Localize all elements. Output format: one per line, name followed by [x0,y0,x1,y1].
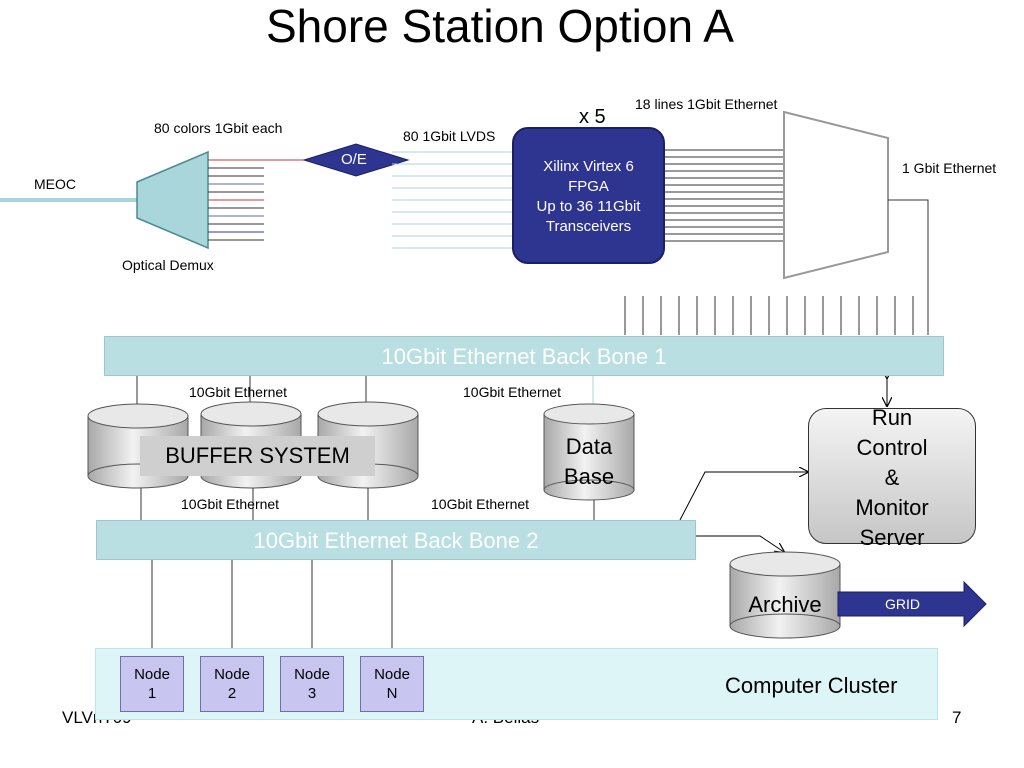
grid-label: GRID [885,596,920,612]
database-line-1: Data [565,434,613,459]
node-1-line-2: 1 [147,685,157,702]
fpga-line-4: Transceivers [545,218,632,235]
fpga-line-3: Up to 36 11Gbit [536,198,641,215]
node-2-line-2: 2 [227,685,237,702]
node-n-line-2: N [386,685,398,702]
backbone2-links [140,488,595,520]
node-3-line-2: 3 [307,685,317,702]
page-number: 7 [952,708,962,727]
backbone-2: 10Gbit Ethernet Back Bone 2 [96,520,696,560]
database-label: Data Base [544,432,634,492]
gbit-uplink-line [888,199,929,335]
run-control-line-1: Run [871,405,913,430]
oe-converter [302,143,410,177]
archive-label: Archive [748,592,822,617]
database-line-2: Base [563,464,615,489]
run-control-line-2: Control [856,435,928,460]
colors-label: 80 colors 1Gbit each [154,120,283,136]
lvds-label: 80 1Gbit LVDS [403,128,496,144]
node-1: Node 1 [120,656,184,712]
ethernet-switch [783,110,889,280]
archive-cylinder [729,551,841,639]
run-control-server: Run Control & Monitor Server [808,405,976,550]
eth-db-bottom-label: 10Gbit Ethernet [431,496,530,512]
lines18-label: 18 lines 1Gbit Ethernet [635,96,778,112]
eth-buffer-bottom-label: 10Gbit Ethernet [181,496,280,512]
node-1-line-1: Node [134,666,170,683]
demux-output-lines [208,159,304,241]
page-title: Shore Station Option A [266,0,734,52]
run-control-line-3: & [884,465,900,490]
fpga-line-1: Xilinx Virtex 6 [543,158,634,175]
eth-buffer-top-label: 10Gbit Ethernet [189,384,288,400]
buffer-cylinder-1 [87,403,189,489]
node-3: Node 3 [280,656,344,712]
cluster-label: Computer Cluster [725,673,898,698]
backbone2-to-archive [696,535,784,552]
optical-demux [136,150,209,250]
run-control-line-5: Server [859,525,925,550]
node-2-line-1: Node [214,666,250,683]
run-control-line-4: Monitor [855,495,929,520]
demux-label: Optical Demux [122,257,214,273]
node-n: Node N [360,656,424,712]
node-n-line-1: Node [374,666,410,683]
eth-db-top-label: 10Gbit Ethernet [463,384,562,400]
meoc-label: MEOC [34,176,76,192]
buffer-system-label: BUFFER SYSTEM [140,436,375,476]
fpga-line-2: FPGA [568,178,609,195]
fpga-ethernet-lines [665,149,784,242]
node-3-line-1: Node [294,666,330,683]
lvds-lines [392,151,512,249]
backbone1-inputs [624,296,914,335]
oe-label: O/E [341,151,367,168]
x5-label: x 5 [579,106,606,128]
grid-arrow [837,580,987,628]
gbit1-label: 1 Gbit Ethernet [902,160,997,176]
node-2: Node 2 [200,656,264,712]
fpga-box: Xilinx Virtex 6 FPGA Up to 36 11Gbit Tra… [512,127,665,264]
backbone1-links [136,376,594,406]
node-links [151,560,393,656]
backbone-1: 10Gbit Ethernet Back Bone 1 [104,336,944,376]
database-cylinder [543,403,635,501]
backbone2-to-run-control [679,472,808,521]
